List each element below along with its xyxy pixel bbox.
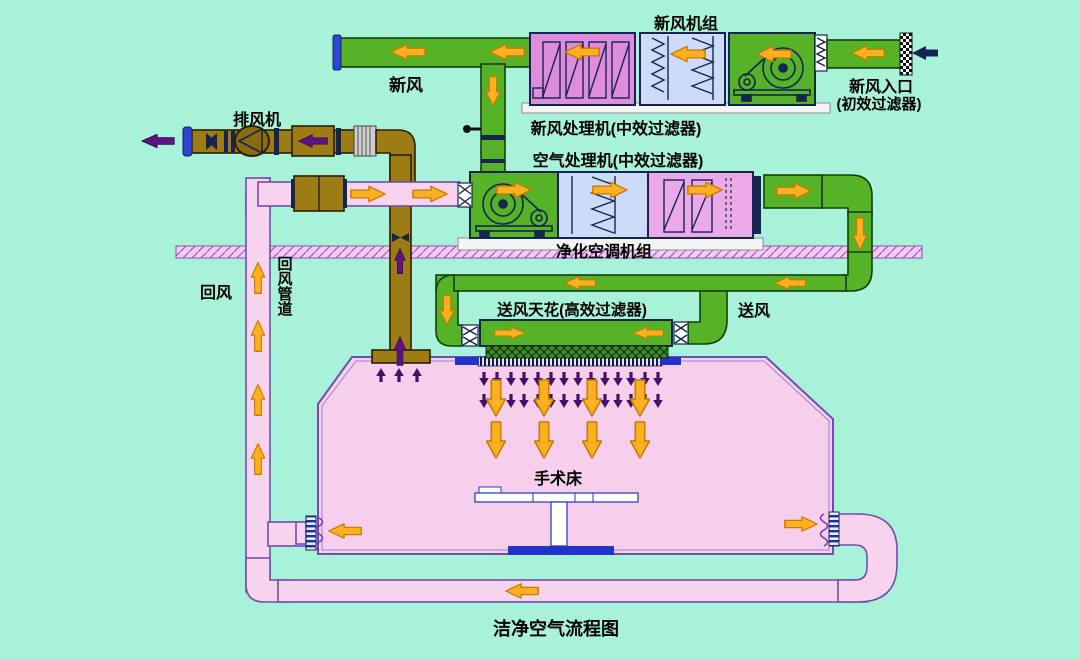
damper-icon: [207, 133, 217, 150]
hepa-filter: [485, 345, 669, 359]
fresh-air-system: [332, 32, 938, 173]
label-fresh-air-handler: 新风处理机(中效过滤器): [531, 119, 702, 138]
label-return-air: 回风: [200, 284, 232, 302]
ceiling-bar-right: [660, 357, 681, 365]
fresh-air-filter-box: [639, 32, 726, 106]
duct-end-cap: [332, 34, 342, 71]
flange: [274, 128, 279, 155]
exhaust-fan-icon: [234, 125, 270, 157]
flange: [224, 131, 228, 152]
label-fresh-air-inlet: 新风入口: [849, 77, 913, 96]
ahu-filter-box: [557, 171, 649, 239]
label-supply-ceiling: 送风天花(高效过滤器): [496, 300, 647, 319]
damper-valve-icon: [463, 125, 481, 133]
return-duct-bottom: [277, 579, 868, 603]
flange: [481, 135, 505, 140]
table-pedestal: [550, 501, 568, 547]
return-system: [245, 175, 898, 603]
operating-table: [474, 486, 639, 555]
return-grille-left: [295, 515, 324, 551]
fresh-air-handler-box: [529, 32, 636, 106]
flange: [343, 179, 347, 208]
flange: [291, 179, 295, 208]
return-u-bend: [837, 513, 898, 603]
label-air-handler: 空气处理机(中效过滤器): [533, 151, 704, 170]
room-inner-line: [321, 360, 830, 551]
operating-room: [317, 356, 834, 555]
label-fresh-air-inlet-sub: (初效过滤器): [837, 95, 922, 113]
room-outline: [317, 356, 834, 555]
flex-connector: [457, 182, 473, 208]
label-fresh-air: 新风: [389, 75, 423, 95]
label-purification-ac-unit: 净化空调机组: [556, 242, 652, 261]
table-base: [508, 546, 614, 555]
fresh-air-fan-box: [728, 32, 816, 106]
labels: 新风机组 新风 新风入口 (初效过滤器) 新风处理机(中效过滤器) 空气处理机(…: [200, 14, 922, 639]
air-handling-unit: [469, 171, 761, 239]
ahu-fan-box: [469, 171, 559, 239]
inlet-flow-arrow: [912, 46, 938, 60]
table-top: [474, 492, 639, 503]
label-fresh-air-unit: 新风机组: [654, 14, 718, 33]
flange: [231, 131, 235, 152]
supply-system: [435, 174, 873, 359]
inlet-mesh-grille: [899, 32, 913, 76]
label-supply-air: 送风: [737, 301, 770, 320]
supply-loop-duct: [435, 274, 847, 292]
label-operating-table: 手术床: [534, 469, 583, 488]
table-pillow: [478, 486, 502, 494]
exhaust-duct-horizontal: [191, 129, 379, 154]
ahu-coil-box: [647, 171, 754, 239]
diagram-title: 洁净空气流程图: [493, 618, 619, 639]
ahu-outlet-connector: [753, 176, 761, 234]
label-return-air-duct: 回风管道: [276, 256, 293, 316]
label-exhaust-fan: 排风机: [233, 110, 281, 129]
exhaust-outlet-cap: [182, 126, 193, 157]
return-grille-right: [819, 511, 840, 547]
flex-connector: [461, 324, 479, 347]
exhaust-system: [141, 125, 431, 382]
flange: [481, 159, 505, 163]
damper-icon: [392, 233, 409, 242]
flex-coupling: [353, 125, 377, 157]
flex-connector: [814, 34, 828, 72]
ceiling-bar-left: [455, 357, 479, 365]
flange: [336, 128, 341, 155]
flex-connector: [673, 321, 689, 345]
